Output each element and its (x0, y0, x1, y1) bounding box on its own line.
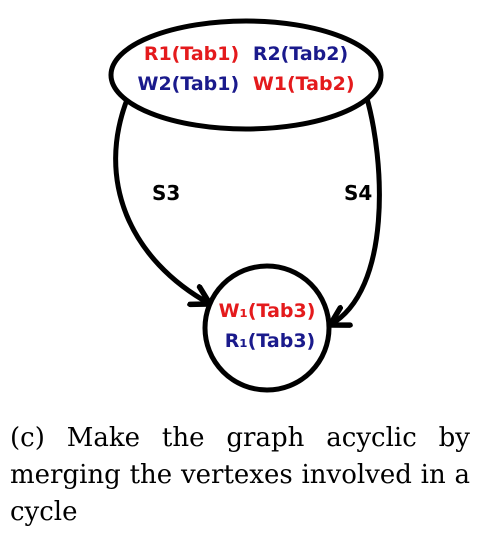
top-vertex-line1-op2: R2(Tab2) (253, 43, 348, 65)
edge-label-s3: S3 (152, 181, 180, 205)
top-vertex-line2: W2(Tab1) W1(Tab2) (137, 73, 354, 95)
bottom-vertex-line2: R₁(Tab3) (225, 330, 315, 352)
top-vertex-line1-op1: R1(Tab1) (144, 43, 239, 65)
bottom-vertex-line1: W₁(Tab3) (219, 300, 316, 322)
top-vertex-line2-op2: W1(Tab2) (253, 73, 355, 95)
edge-s3 (113, 96, 210, 304)
edge-label-s4: S4 (344, 181, 372, 205)
top-vertex-line1: R1(Tab1) R2(Tab2) (144, 43, 348, 65)
top-vertex (108, 18, 384, 132)
figure-caption: (c) Make the graph acyclic by merging th… (10, 423, 470, 527)
edge-s4 (330, 94, 382, 325)
bottom-vertex (202, 263, 332, 393)
top-vertex-line2-op1: W2(Tab1) (137, 73, 239, 95)
graph-diagram: R1(Tab1) R2(Tab2) W2(Tab1) W1(Tab2) W₁(T… (108, 18, 384, 393)
